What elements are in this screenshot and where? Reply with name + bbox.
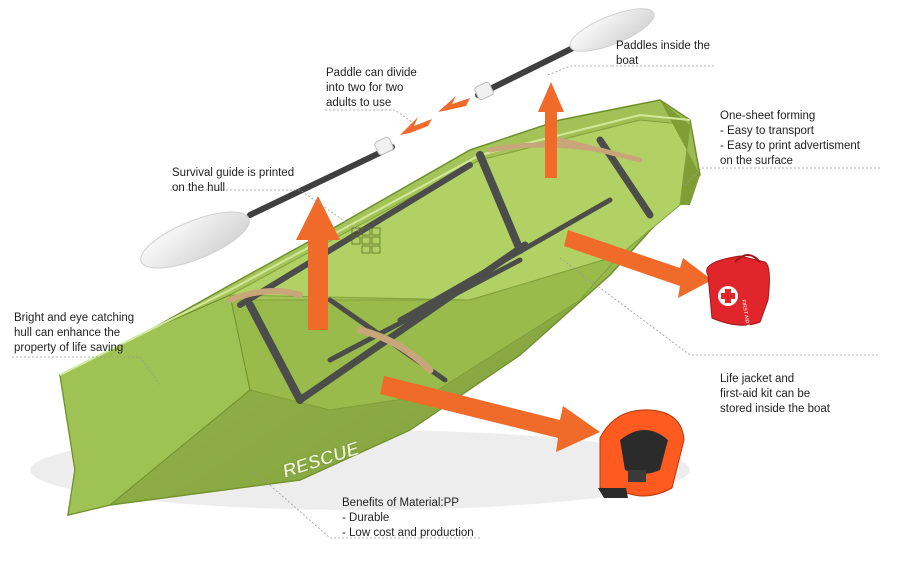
label-bright-hull: Bright and eye catching hull can enhance…	[14, 312, 135, 354]
label-paddle-divide: Paddle can divide into two for two adult…	[326, 67, 417, 109]
first-aid-kit: FIRST AID KIT	[706, 254, 770, 333]
label-life-jacket: Life jacket and first-aid kit can be sto…	[720, 373, 830, 415]
divide-arrow-upper	[438, 96, 470, 112]
survival-guide-print	[351, 227, 381, 254]
first-aid-kit-label: FIRST AID KIT	[740, 299, 752, 333]
arrow-paddles-inside	[538, 82, 564, 178]
arrow-survival-guide	[296, 196, 340, 330]
divide-arrow-lower	[400, 117, 432, 135]
paddle	[140, 8, 655, 269]
label-paddles-inside: Paddles inside the boat	[616, 40, 710, 67]
paddle-joint-left	[374, 136, 394, 156]
paddle-blade-right	[569, 8, 655, 52]
boat-hull	[59, 99, 701, 516]
arrow-life-jacket	[380, 376, 600, 452]
leader-lines	[12, 65, 880, 539]
life-jacket	[598, 409, 685, 498]
paddle-blade-left	[140, 211, 250, 269]
label-benefits-material: Benefits of Material:PP - Durable - Low …	[342, 497, 474, 539]
label-one-sheet-forming: One-sheet forming - Easy to transport - …	[720, 110, 860, 167]
arrow-first-aid-kit	[564, 230, 712, 298]
orange-arrows	[296, 82, 712, 452]
paddle-joint-right	[474, 81, 494, 101]
label-survival-guide: Survival guide is printed on the hull	[172, 167, 295, 194]
